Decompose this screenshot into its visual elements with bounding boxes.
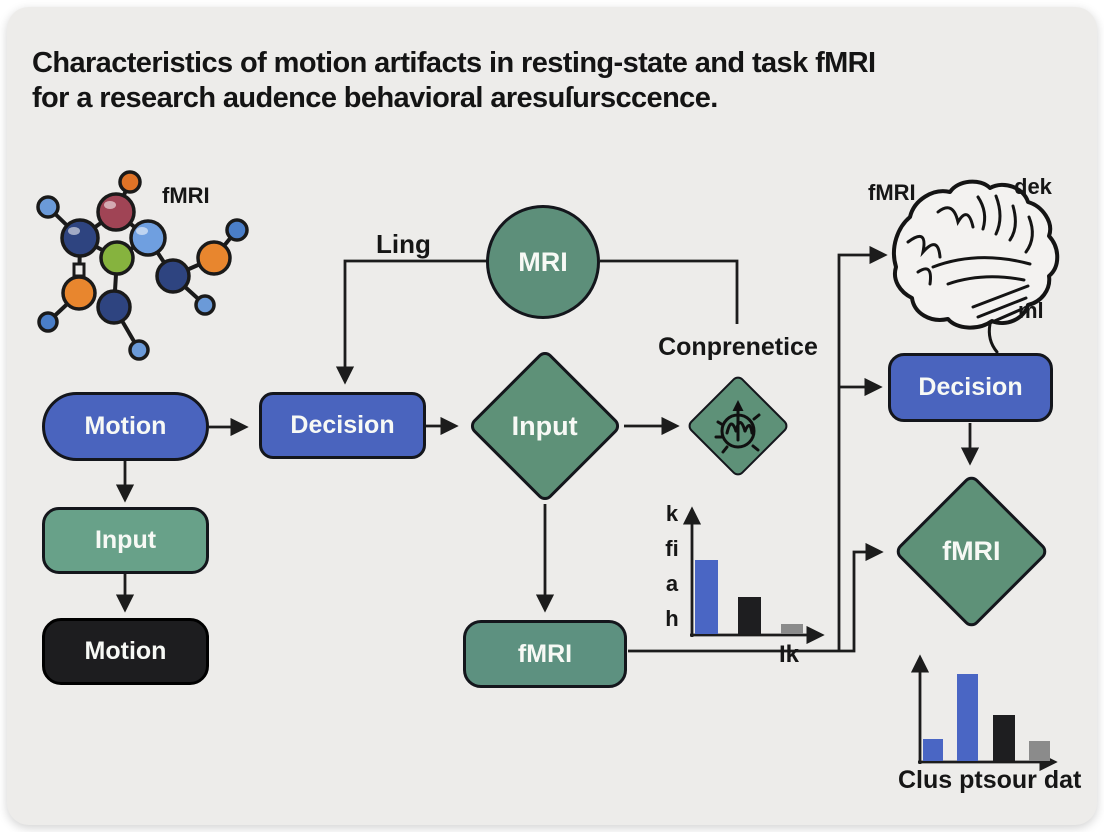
node-mri-circle-label: MRI	[518, 246, 568, 277]
brain-icon	[891, 179, 1060, 354]
chart-bar	[923, 739, 943, 761]
node-motion-black: Motion	[42, 618, 209, 685]
node-fmri-box-label: fMRI	[517, 639, 573, 668]
mid-chart-x-label: Ik	[779, 641, 800, 668]
diagram-title: Characteristics of motion artifacts in r…	[32, 46, 1012, 116]
chart-bar	[1029, 741, 1050, 761]
chart-bar	[695, 560, 718, 634]
mid-chart-y-label: h	[665, 606, 679, 631]
node-input-rect: Input	[42, 507, 209, 574]
node-input-rect-label: Input	[94, 526, 157, 554]
node-fmri-diamond-label: fMRI	[942, 535, 1001, 566]
mid-chart-bars	[693, 500, 828, 634]
chart-bar	[957, 674, 978, 761]
node-motion-pill-label: Motion	[84, 412, 167, 440]
molecule-label: fMRI	[162, 183, 210, 208]
title-line-2: for a research audence behavioral aresuſ…	[32, 82, 718, 114]
brain-label-dek: dek	[1014, 174, 1052, 199]
gauge-icon	[714, 400, 761, 454]
node-decision-left-label: Decision	[290, 411, 395, 439]
brain-label-fmri: fMRI	[868, 180, 916, 205]
node-motion-black-label: Motion	[84, 637, 167, 665]
chart-bar	[738, 597, 761, 634]
node-decision-right: Decision	[888, 353, 1053, 422]
ling-label: Ling	[376, 229, 431, 259]
node-motion-pill: Motion	[42, 392, 209, 461]
chart-bar	[993, 715, 1015, 761]
node-input-diamond-label: Input	[512, 410, 578, 441]
node-fmri-box: fMRI	[463, 620, 627, 688]
node-decision-right-label: Decision	[918, 373, 1023, 401]
conprenetice-label: Conprenetice	[658, 333, 818, 361]
bottom-right-chart-caption: Clus ptsour dat	[898, 766, 1082, 794]
node-decision-left: Decision	[259, 392, 426, 459]
brain-label-ml: ml	[1018, 298, 1044, 323]
node-mri-circle: MRI	[486, 205, 600, 319]
molecule-icon	[36, 170, 249, 361]
chart-bar	[781, 624, 803, 634]
title-line-1: Characteristics of motion artifacts in r…	[32, 47, 876, 79]
mid-chart-y-label: fi	[665, 536, 679, 561]
mid-chart-y-label: k	[665, 501, 679, 526]
mid-chart-y-label: a	[665, 571, 679, 596]
bottom-right-chart-bars	[920, 648, 1060, 761]
